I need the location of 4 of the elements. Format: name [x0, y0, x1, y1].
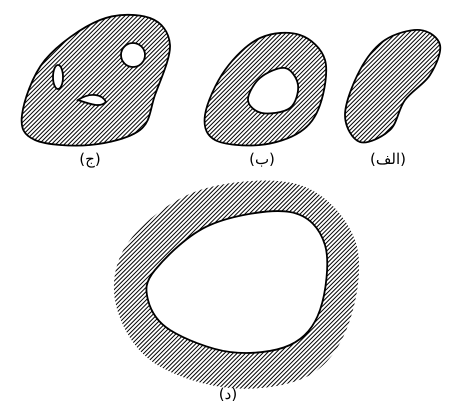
figure-label: (ج) [79, 150, 101, 168]
figure-label: (ب) [249, 150, 275, 168]
figure-label: (الف) [370, 150, 406, 168]
figure-label: (د) [218, 385, 238, 403]
